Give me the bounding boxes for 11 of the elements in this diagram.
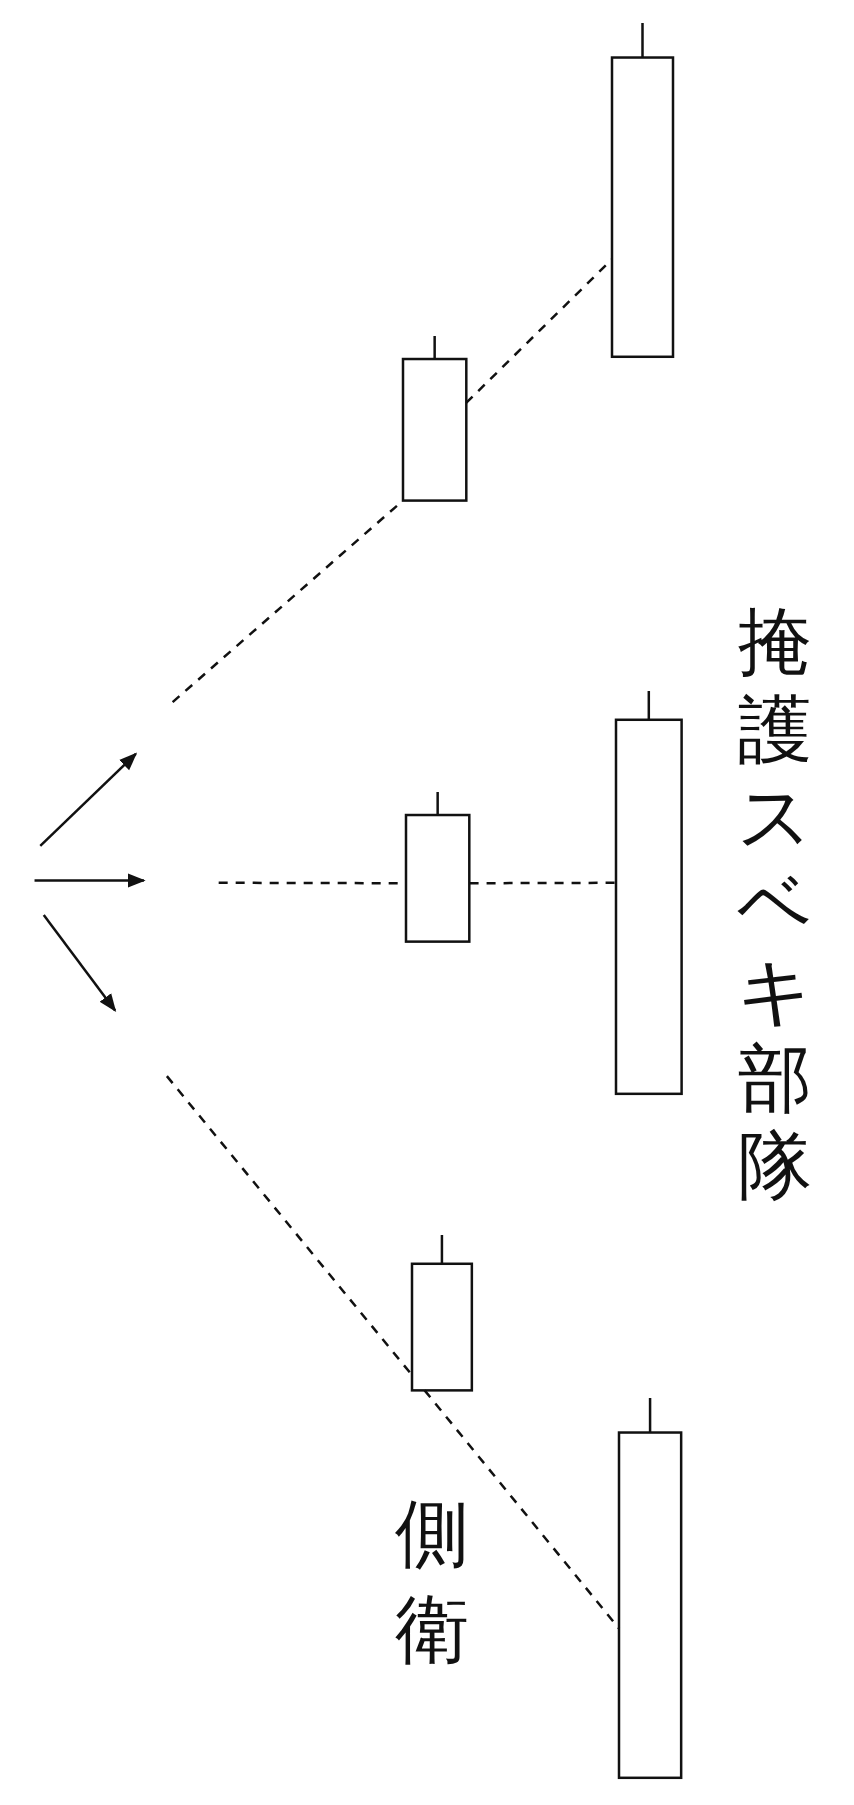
unit-box [404,791,472,944]
unit-box [613,690,684,1096]
unit-box [617,1398,684,1781]
unit-box [400,336,469,503]
dashed-line [423,1389,621,1630]
dashed-line [469,881,616,885]
dashed-line [165,1075,413,1376]
vertical-label: 側衛 [394,1488,471,1674]
unit-box [610,23,676,359]
unit-box [410,1234,474,1393]
vertical-label: 掩護スベキ部隊 [736,598,815,1210]
